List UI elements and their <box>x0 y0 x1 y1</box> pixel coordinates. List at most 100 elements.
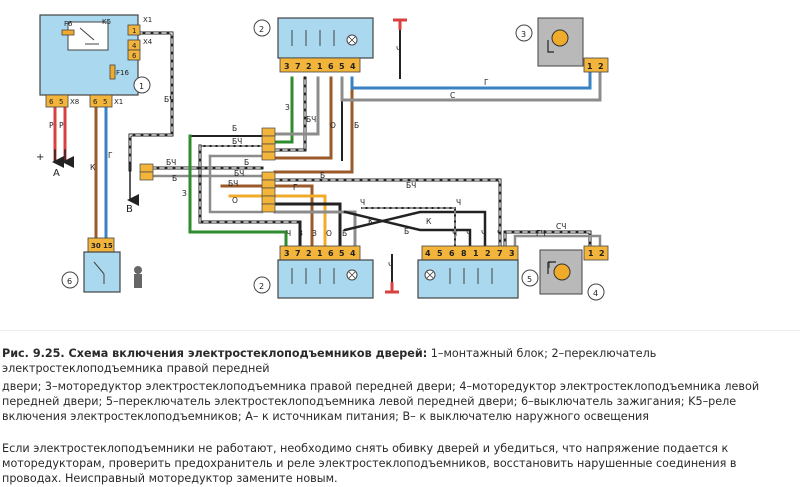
label-c4: 4 <box>593 289 598 298</box>
wl-g1: Г <box>108 151 113 160</box>
pin-m3-2: 2 <box>598 62 604 71</box>
wl-b1: Б <box>172 174 177 183</box>
pin-m4-2: 2 <box>599 249 605 258</box>
pin-sw2t-7: 4 <box>350 62 356 71</box>
wl-ch4: Ч <box>481 229 486 238</box>
caption-legend-1: 1–монтажный блок; 2–переключатель электр… <box>2 347 657 375</box>
wire-c-m3 <box>340 70 602 102</box>
connector-stacks <box>139 127 276 213</box>
wl-r1: Р <box>49 121 54 130</box>
wl-z1: З <box>285 103 290 112</box>
pin-ign-15: 15 <box>103 242 113 250</box>
wl-k3: К <box>426 217 432 226</box>
pin-mb-b2: 5 <box>59 98 63 106</box>
wl-b6: Б <box>404 227 409 236</box>
pin-ign-30: 30 <box>91 242 101 250</box>
key-icon <box>134 266 142 288</box>
wl-bch5: БЧ <box>234 169 244 178</box>
label-x1a: X1 <box>143 16 152 24</box>
ground-top <box>393 18 407 30</box>
wl-g2: Г <box>484 78 489 87</box>
wl-ch2: Ч <box>360 198 365 207</box>
pin-sw2b-5: 6 <box>328 249 334 258</box>
wl-b3: Б <box>244 158 249 167</box>
pin-sw2t-6: 5 <box>339 62 345 71</box>
label-c2b: 2 <box>259 282 264 291</box>
wl-k2: К <box>368 217 374 226</box>
wl-z4: З <box>312 229 317 238</box>
pin-sw2t-5: 6 <box>328 62 334 71</box>
pin-mb-b3: 6 <box>93 98 98 106</box>
caption-note: Если электростеклоподъемники не работают… <box>2 442 737 485</box>
wl-ch7: Ч <box>388 261 393 270</box>
pin-sw5-6: 2 <box>485 249 491 258</box>
wl-b4: Б <box>354 121 359 130</box>
wire-g-m3 <box>350 70 592 90</box>
label-x8: X8 <box>70 98 79 106</box>
wl-o1: О <box>330 121 336 130</box>
pin-sw2t-2: 7 <box>295 62 301 71</box>
wl-plus: + <box>36 152 44 163</box>
label-c3: 3 <box>521 30 526 39</box>
wl-gch: ГЧ <box>536 229 546 238</box>
pin-sw2t-1: 3 <box>284 62 290 71</box>
wl-sch: СЧ <box>556 222 566 231</box>
switch-left-door <box>417 245 539 299</box>
wl-ch3: Ч <box>456 198 461 207</box>
motor-left-door <box>539 245 609 301</box>
pin-sw2b-6: 5 <box>339 249 345 258</box>
pin-sw2b-1: 3 <box>284 249 290 258</box>
label-f16: F16 <box>116 69 129 77</box>
switch-right-door-lower <box>253 245 374 299</box>
ground-bottom <box>385 282 399 294</box>
motor-right-door <box>515 17 609 73</box>
label-x4: X4 <box>143 38 153 46</box>
wl-b7: Б <box>342 229 347 238</box>
pin-sw5-3: 6 <box>449 249 455 258</box>
wiring-diagram: F6 K5 F16 X1 X4 X8 X1 1 4 6 6 5 6 5 1 2 … <box>36 14 609 301</box>
wl-a: А <box>53 168 60 179</box>
caption-title: Рис. 9.25. Схема включения электростекло… <box>2 347 428 360</box>
wl-b2: Б <box>232 124 237 133</box>
ignition-switch <box>61 237 121 293</box>
wl-k1: К <box>90 163 96 172</box>
mounting-block <box>39 14 151 108</box>
wl-b5: Б <box>320 171 325 180</box>
wl-r2: Р <box>59 121 64 130</box>
pin-m4-1: 1 <box>588 249 594 258</box>
label-k5: K5 <box>102 18 111 26</box>
pin-mb-r2: 4 <box>132 42 137 50</box>
wl-ch5: Ч <box>497 229 502 238</box>
pin-sw2b-3: 2 <box>306 249 312 258</box>
pin-m3-1: 1 <box>587 62 593 71</box>
pin-mb-r1: 1 <box>132 27 136 35</box>
wl-bch1: БЧ <box>164 95 174 104</box>
label-x1c: X1 <box>114 98 123 106</box>
wl-bch3: БЧ <box>306 115 316 124</box>
label-c5: 5 <box>527 275 532 284</box>
wl-ch6: Ч <box>286 229 291 238</box>
wl-o2: О <box>232 196 238 205</box>
wl-bch2: БЧ <box>166 158 176 167</box>
pin-sw5-1: 4 <box>425 249 431 258</box>
label-c1: 1 <box>139 82 144 91</box>
figure-caption: Рис. 9.25. Схема включения электростекло… <box>2 346 798 376</box>
pin-mb-r3: 6 <box>132 52 137 60</box>
pin-mb-b4: 5 <box>103 98 107 106</box>
pin-sw5-2: 5 <box>437 249 443 258</box>
wl-g4: Г <box>548 261 553 270</box>
wl-g3: Г <box>293 183 298 192</box>
pin-sw5-4: 8 <box>461 249 467 258</box>
pin-sw5-8: 3 <box>509 249 515 258</box>
wl-bch4: БЧ <box>232 137 242 146</box>
wl-z2: З <box>182 189 187 198</box>
wl-ch8: Ч <box>452 229 457 238</box>
pin-sw2b-4: 1 <box>317 249 323 258</box>
wires <box>52 29 602 293</box>
label-c6: 6 <box>67 277 72 286</box>
wl-ch1: Ч <box>396 45 401 54</box>
pin-sw2b-7: 4 <box>350 249 356 258</box>
pin-sw2b-2: 7 <box>295 249 301 258</box>
label-f6: F6 <box>64 20 73 28</box>
wl-bch6: БЧ <box>228 179 238 188</box>
